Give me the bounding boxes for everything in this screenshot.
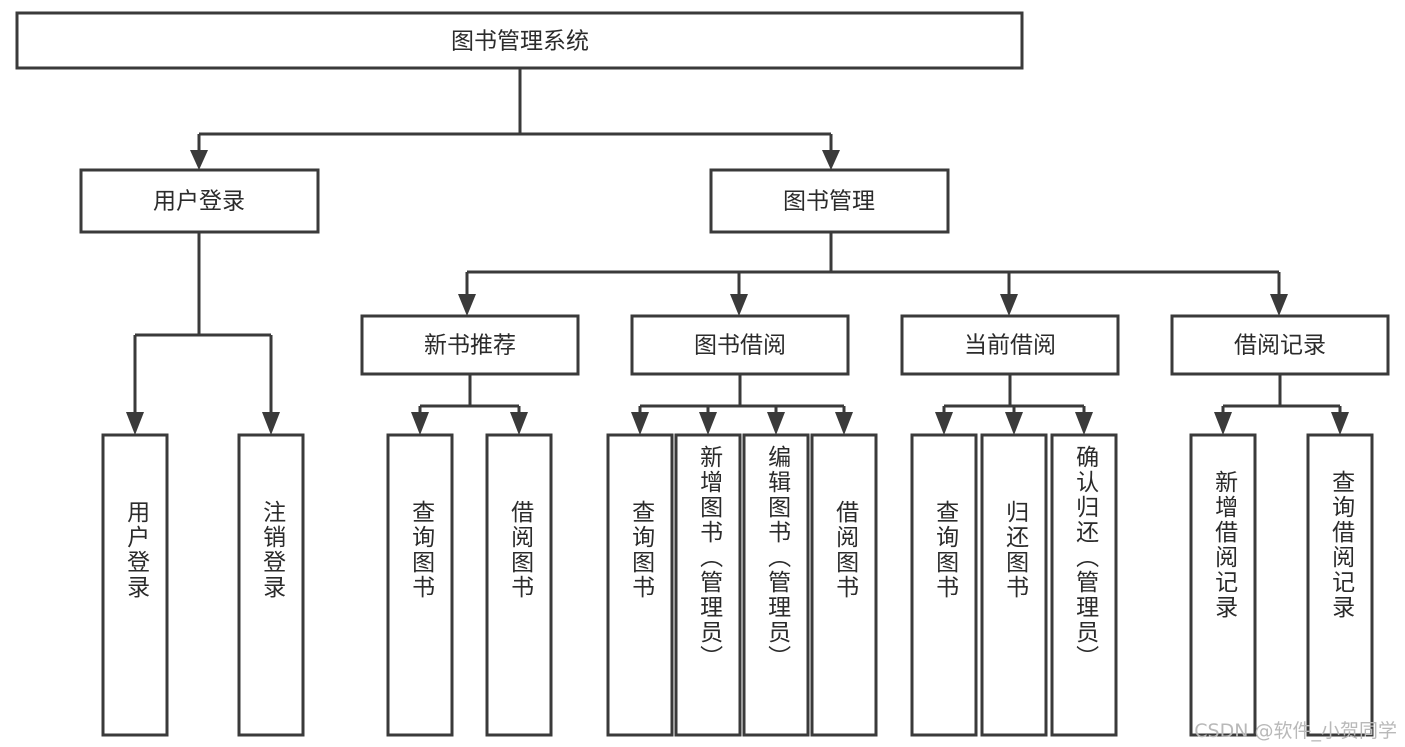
- node-borrow-record-box[interactable]: [1170, 314, 1390, 376]
- arrow-rec2-l1-icon: [1214, 412, 1232, 435]
- arrow-book-c4-icon: [1270, 294, 1288, 316]
- node-current-borrow-box[interactable]: [900, 314, 1120, 376]
- arrow-cur-l3-icon: [1075, 412, 1093, 435]
- arrow-bor-l3-icon: [767, 412, 785, 435]
- node-borrow-record-label: 借阅记录: [1234, 333, 1326, 359]
- node-book-borrow-box[interactable]: [630, 314, 850, 376]
- node-book-mgmt-label: 图书管理: [783, 189, 875, 215]
- leaf-box-user-login-0[interactable]: [101, 433, 169, 737]
- connector-group-user-login: [126, 232, 280, 435]
- node-root-box[interactable]: [15, 11, 1024, 70]
- node-new-book-recommend-box[interactable]: [360, 314, 580, 376]
- leaf-box-recommend-0[interactable]: [386, 433, 454, 737]
- arrow-cur-l2-icon: [1005, 412, 1023, 435]
- node-user-login-box[interactable]: [79, 168, 320, 234]
- leaf-box-borrow-1[interactable]: [674, 433, 742, 737]
- leaf-box-recommend-1[interactable]: [485, 433, 553, 737]
- arrow-book-c2-icon: [730, 294, 748, 316]
- connector-group-borrow: [631, 374, 853, 435]
- arrow-cur-l1-icon: [935, 412, 953, 435]
- connector-group-current: [935, 374, 1093, 435]
- arrow-rec2-l2-icon: [1331, 412, 1349, 435]
- node-new-book-recommend-label: 新书推荐: [424, 333, 516, 359]
- arrow-root-to-book-icon: [822, 150, 840, 170]
- connector-group-book-mgmt: [458, 232, 1288, 316]
- leaf-box-user-login-1[interactable]: [237, 433, 305, 737]
- leaf-box-record-0[interactable]: [1189, 433, 1257, 737]
- leaf-box-borrow-0[interactable]: [606, 433, 674, 737]
- arrow-book-c1-icon: [458, 294, 476, 316]
- arrow-bor-l1-icon: [631, 412, 649, 435]
- node-book-borrow-label: 图书借阅: [694, 333, 786, 359]
- leaf-box-current-2[interactable]: [1050, 433, 1118, 737]
- leaf-box-current-1[interactable]: [980, 433, 1048, 737]
- leaf-box-borrow-3[interactable]: [810, 433, 878, 737]
- node-book-mgmt-box[interactable]: [709, 168, 950, 234]
- arrow-root-to-user-icon: [190, 150, 208, 170]
- arrow-user-leaf1-icon: [126, 412, 144, 435]
- arrow-rec-l1-icon: [411, 412, 429, 435]
- node-current-borrow-label: 当前借阅: [964, 333, 1056, 359]
- arrow-bor-l2-icon: [699, 412, 717, 435]
- leaf-box-borrow-2[interactable]: [742, 433, 810, 737]
- connector-group-root: [190, 68, 840, 170]
- arrow-book-c3-icon: [1000, 294, 1018, 316]
- leaf-box-current-0[interactable]: [910, 433, 978, 737]
- node-user-login-label: 用户登录: [153, 189, 245, 215]
- connector-group-record: [1214, 374, 1349, 435]
- node-root-label: 图书管理系统: [451, 29, 589, 55]
- arrow-rec-l2-icon: [510, 412, 528, 435]
- arrow-user-leaf2-icon: [262, 412, 280, 435]
- leaf-box-record-1[interactable]: [1306, 433, 1374, 737]
- arrow-bor-l4-icon: [835, 412, 853, 435]
- connector-group-recommend: [411, 374, 528, 435]
